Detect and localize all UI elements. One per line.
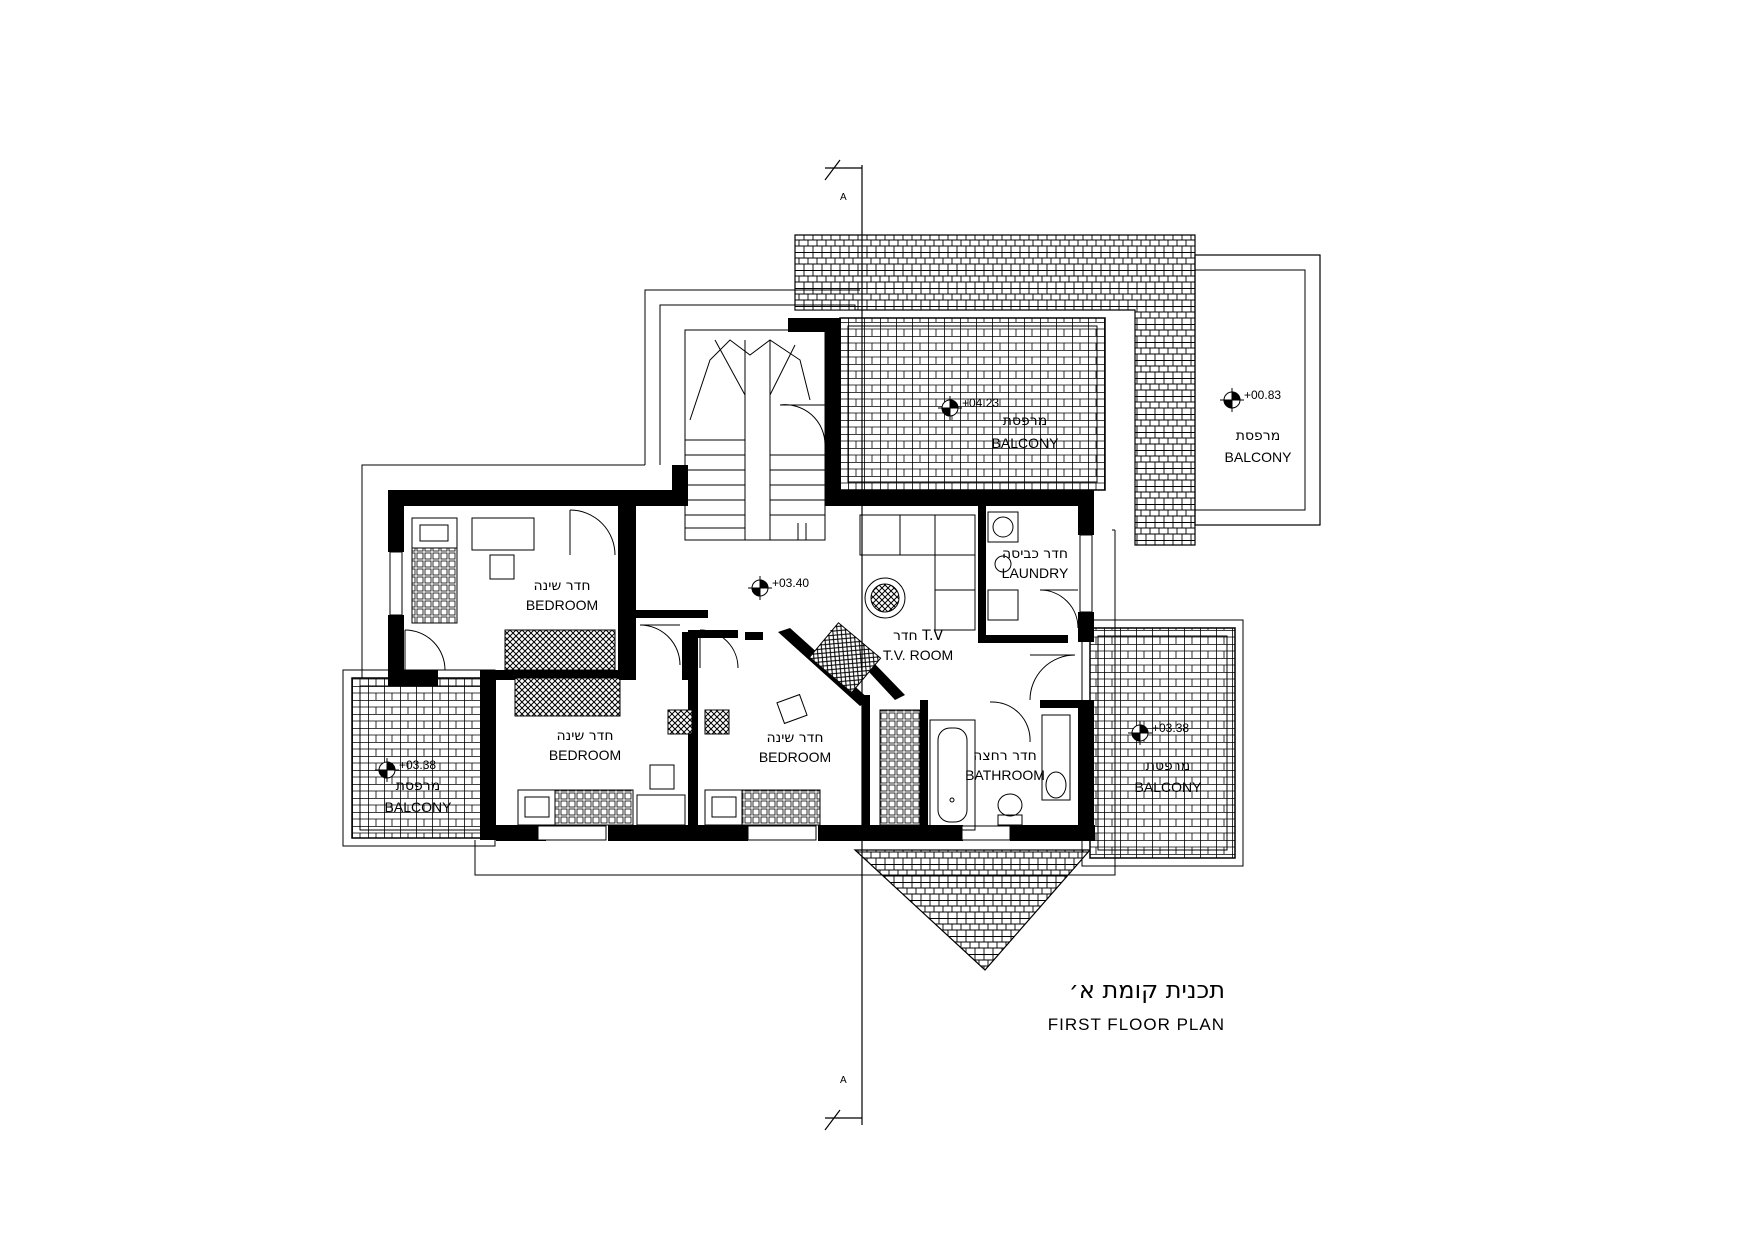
level-markers <box>375 388 1244 782</box>
room-bedroom-3-he: חדר שינה <box>767 730 824 746</box>
section-marker-bottom: A <box>840 1075 847 1086</box>
section-marker-top: A <box>840 192 847 203</box>
balcony-top-he: מרפסת <box>1003 413 1047 429</box>
balcony-right <box>1194 254 1321 526</box>
balcony-right-he: מרפסת <box>1236 428 1280 444</box>
plan-title-en: FIRST FLOOR PLAN <box>1048 1015 1225 1034</box>
balcony-left-en: BALCONY <box>385 799 453 815</box>
room-tv-he: חדר T.V <box>893 628 943 644</box>
roof-areas <box>794 234 1196 971</box>
room-bedroom-2-he: חדר שינה <box>557 728 614 744</box>
level-hall: +03.40 <box>772 576 809 590</box>
room-bedroom-1-he: חדר שינה <box>534 578 591 594</box>
room-bedroom-1-en: BEDROOM <box>526 597 598 613</box>
room-bathroom-en: BATHROOM <box>965 767 1045 783</box>
level-balcony-top: +04.23 <box>962 396 999 410</box>
balcony-left-he: מרפסת <box>396 778 440 794</box>
room-bedroom-3-en: BEDROOM <box>759 749 831 765</box>
furniture <box>411 511 1071 831</box>
windows <box>389 534 1093 841</box>
walls <box>388 318 1095 841</box>
staircase <box>684 329 826 541</box>
balcony-right-en: BALCONY <box>1225 449 1293 465</box>
balcony-top-en: BALCONY <box>992 435 1060 451</box>
room-tv-en: T.V. ROOM <box>883 647 953 663</box>
level-balcony-right: +00.83 <box>1244 388 1281 402</box>
room-bedroom-2-en: BEDROOM <box>549 747 621 763</box>
doors <box>404 404 1079 743</box>
balcony-east <box>1081 619 1244 867</box>
room-labels: חדר שינה BEDROOM חדר שינה BEDROOM חדר שי… <box>385 413 1293 815</box>
balcony-east-he: מרפסת <box>1146 758 1190 774</box>
balcony-east-en: BALCONY <box>1135 779 1203 795</box>
level-balcony-left: +03.38 <box>399 758 436 772</box>
eaves-outline <box>361 289 1116 876</box>
room-bathroom-he: חדר רחצה <box>973 748 1037 764</box>
plan-title-he: תכנית קומת א׳ <box>1069 976 1225 1004</box>
room-laundry-en: LAUNDRY <box>1002 565 1069 581</box>
room-laundry-he: חדר כביסה <box>1002 546 1068 562</box>
section-line <box>824 159 863 1131</box>
level-balcony-east: +03.38 <box>1152 721 1189 735</box>
